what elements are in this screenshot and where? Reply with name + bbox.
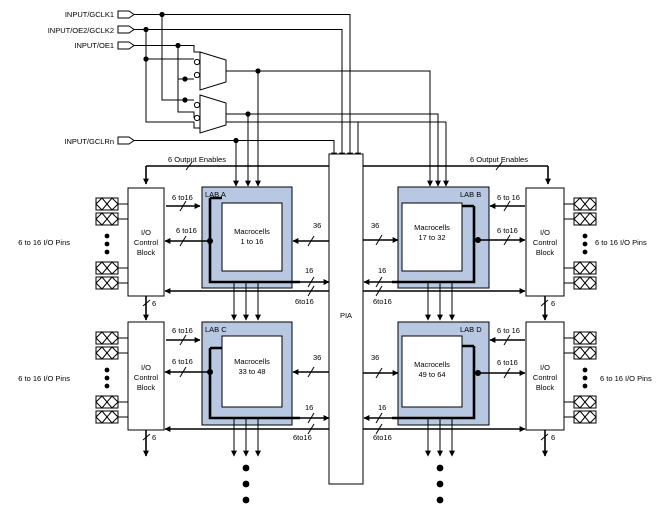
bus-label-a6: 6 [152,299,156,308]
bus-label-c4: 16 [305,403,313,412]
input-pin-symbols [117,10,135,145]
continuation-feeds [231,418,455,504]
svg-text:I/O: I/O [141,363,151,372]
bus-label-d5: 6to16 [373,433,392,442]
input-gclk1-label: INPUT/GCLK1 [65,10,114,19]
io-pins-top-right-label: 6 to 16 I/O Pins [595,238,647,247]
lab-b: LAB B Macrocells 17 to 32 [392,186,490,289]
svg-text:I/O: I/O [141,228,151,237]
svg-text:Macrocells: Macrocells [234,357,270,366]
bus-label-c2: 6 to16 [172,357,193,366]
svg-text:Control: Control [134,238,159,247]
svg-text:17 to 32: 17 to 32 [418,233,445,242]
io-pins-bottom-right [564,331,597,424]
io-control-block-bottom-right: I/O Control Block [525,321,565,431]
lab-c-label: LAB C [205,325,227,334]
global-input-wiring [134,11,351,180]
svg-text:Control: Control [134,373,159,382]
bus-label-a1: 6 to16 [172,193,193,202]
lab-d: LAB D Macrocells 49 to 64 [392,321,490,426]
input-gclrn-label: INPUT/GCLRn [64,137,114,146]
svg-text:Macrocells: Macrocells [414,360,450,369]
bus-label-b2: 6 to16 [497,226,518,235]
io-pins-bottom-left [95,331,128,424]
io-pins-bottom-left-label: 6 to 16 I/O Pins [18,374,70,383]
pia-label: PIA [340,311,352,320]
bus-label-b5: 6to16 [373,297,392,306]
bus-label-a2: 6 to16 [176,226,197,235]
buses-top-right [363,200,549,321]
lab-a-label: LAB A [205,190,226,199]
svg-text:49 to 64: 49 to 64 [418,370,445,379]
input-oe1-label: INPUT/OE1 [74,41,114,50]
bus-label-a4: 16 [305,266,313,275]
io-pins-top-left [95,197,128,290]
lab-d-label: LAB D [460,325,482,334]
bus-label-d1: 6 to 16 [497,326,520,335]
svg-text:Block: Block [536,248,555,257]
buses-bottom-left [142,334,330,457]
bus-label-d3: 36 [371,353,379,362]
lab-vertical-feeds [231,282,455,321]
bus-label-c5: 6to16 [293,433,312,442]
bus-label-a5: 6to16 [295,297,314,306]
svg-text:I/O: I/O [540,363,550,372]
bus-label-c6: 6 [152,433,156,442]
svg-text:Macrocells: Macrocells [414,223,450,232]
bus-label-a3: 36 [313,221,321,230]
bus-label-d2: 6 to16 [497,358,518,367]
io-pins-top-left-label: 6 to 16 I/O Pins [18,238,70,247]
lab-b-label: LAB B [460,190,481,199]
io-control-block-top-right: I/O Control Block [525,187,565,297]
lab-c: LAB C Macrocells 33 to 48 [201,321,300,426]
buses-top-left [142,200,330,321]
bus-label-b3: 36 [371,221,379,230]
output-enables-right-label: 6 Output Enables [470,155,528,164]
svg-text:Macrocells: Macrocells [234,227,270,236]
bus-label-b1: 6 to 16 [497,193,520,202]
svg-text:Block: Block [137,383,156,392]
bus-label-d4: 16 [378,403,386,412]
io-pins-top-right [564,197,597,290]
svg-text:Block: Block [536,383,555,392]
io-pins-bottom-right-label: 6 to 16 I/O Pins [600,374,652,383]
bus-label-b4: 16 [378,266,386,275]
output-enables-left-label: 6 Output Enables [168,155,226,164]
io-control-block-bottom-left: I/O Control Block [127,321,165,431]
bus-label-c3: 36 [313,353,321,362]
oe-multiplexers [186,45,447,185]
bus-label-c1: 6 to16 [172,326,193,335]
lab-a: LAB A Macrocells 1 to 16 [201,186,300,289]
bus-label-d6: 6 [551,433,555,442]
buses-bottom-right [363,334,549,457]
svg-text:Control: Control [533,373,558,382]
svg-text:Block: Block [137,248,156,257]
io-control-block-top-left: I/O Control Block [127,187,165,297]
input-oe2-gclk2-label: INPUT/OE2/GCLK2 [48,26,114,35]
svg-text:1 to 16: 1 to 16 [241,237,264,246]
svg-text:Control: Control [533,238,558,247]
svg-text:33 to 48: 33 to 48 [238,367,265,376]
bus-label-b6: 6 [551,299,555,308]
pia-block [328,153,364,485]
svg-text:I/O: I/O [540,228,550,237]
